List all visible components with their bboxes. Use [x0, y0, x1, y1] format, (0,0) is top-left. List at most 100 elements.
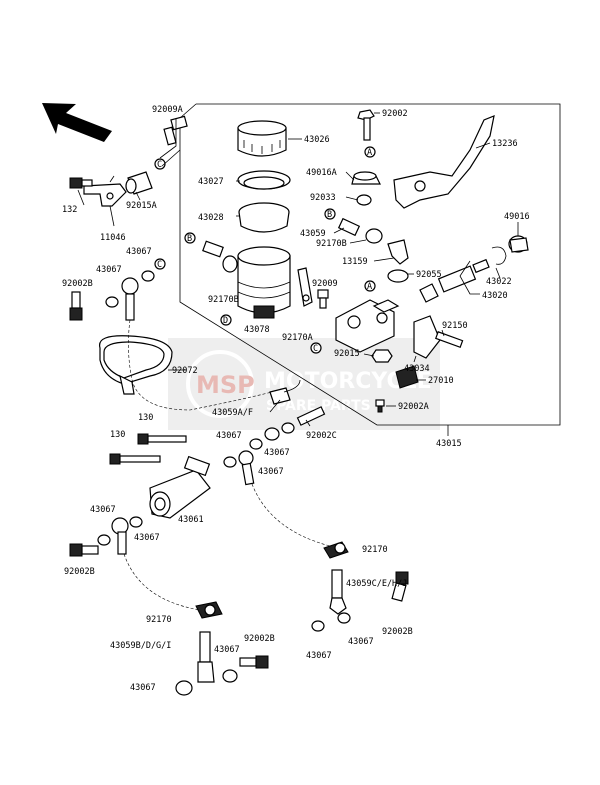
label-92009: 92009: [312, 279, 338, 289]
nut-92015: [371, 349, 393, 363]
label-43067-j: 43067: [214, 645, 240, 655]
label-92055: 92055: [416, 270, 442, 280]
washer-junction-2: [281, 422, 295, 434]
banjo-fitting-lower-left: [111, 517, 129, 555]
holder-43034: [413, 315, 441, 359]
collar-92015A: [125, 171, 153, 195]
label-43015: 43015: [436, 439, 462, 449]
brake-hose-clip: [98, 335, 173, 395]
label-130-b: 130: [110, 430, 125, 440]
washer-bottom-2: [175, 680, 193, 696]
piston-assembly: [419, 258, 490, 303]
label-92033: 92033: [310, 193, 336, 203]
bolt-130-upper: [137, 433, 187, 445]
label-92002A: 92002A: [398, 402, 429, 412]
label-92002: 92002: [382, 109, 408, 119]
label-13159: 13159: [342, 257, 368, 267]
label-49016: 49016: [504, 212, 530, 222]
callout-B1: B: [327, 210, 332, 220]
label-92002B-b: 92002B: [64, 567, 95, 577]
hose-end-right: [329, 569, 347, 615]
label-43067-e: 43067: [258, 467, 284, 477]
diaphragm-plate: [237, 170, 291, 190]
label-27010: 27010: [428, 376, 454, 386]
label-92170-a: 92170: [362, 545, 388, 555]
bolt-92002B-left: [69, 291, 83, 321]
callout-A2: A: [367, 282, 372, 292]
callout-C2: C: [157, 260, 162, 270]
washer-left-1: [105, 296, 119, 308]
bolt-92009A: [163, 115, 188, 146]
label-43067-b: 43067: [96, 265, 122, 275]
boot-49016: [508, 235, 529, 253]
label-92015A: 92015A: [126, 201, 157, 211]
clamp-92170-left: [195, 601, 223, 619]
washer-left-2: [141, 270, 155, 282]
label-92002B-a: 92002B: [62, 279, 93, 289]
label-92170B-1: 92170B: [208, 295, 239, 305]
callout-B2: B: [187, 234, 192, 244]
reservoir: [237, 246, 291, 319]
label-92170A: 92170A: [282, 333, 313, 343]
bolt-92150: [434, 331, 464, 349]
label-43020: 43020: [482, 291, 508, 301]
brake-switch: [395, 365, 419, 389]
label-43026: 43026: [304, 135, 330, 145]
label-92002C: 92002C: [306, 431, 337, 441]
label-43027: 43027: [198, 177, 224, 187]
bolt-92002: [357, 109, 375, 141]
watermark-logo-ring: [186, 350, 254, 418]
reservoir-bracket: [297, 267, 313, 307]
bolt-92002B-lower-right: [391, 571, 409, 602]
label-43059BDGI: 43059B/D/G/I: [110, 641, 171, 651]
label-43028: 43028: [198, 213, 224, 223]
label-49016A: 49016A: [306, 168, 337, 178]
bolt-92002B-bottom: [239, 655, 269, 669]
label-43067-f: 43067: [90, 505, 116, 515]
hose-elbow: [387, 239, 409, 265]
bolt-130-lower: [109, 453, 161, 465]
label-13236: 13236: [492, 139, 518, 149]
washer-junction-4: [249, 438, 263, 450]
callouts: A A B B C C C D: [154, 146, 376, 354]
banjo-fitting-upper: [121, 277, 139, 321]
label-43059CEHJ: 43059C/E/H/J: [346, 579, 407, 589]
label-43067-h: 43067: [348, 637, 374, 647]
joint-43061: [149, 455, 211, 519]
label-92150: 92150: [442, 321, 468, 331]
washer-bottom-1: [222, 669, 238, 683]
banjo-bolt-92002C: [296, 406, 326, 426]
part-labels: 92009A 132 92015A 11046 43067 43067 9200…: [62, 105, 530, 693]
label-43067-i: 43067: [306, 651, 332, 661]
screw-92002A: [375, 399, 385, 413]
label-92002B-d: 92002B: [244, 634, 275, 644]
callout-D1: D: [223, 316, 228, 326]
label-43061: 43061: [178, 515, 204, 525]
label-43034: 43034: [404, 364, 430, 374]
label-11046: 11046: [100, 233, 126, 243]
bolt-92002B-lower-left: [69, 543, 99, 557]
label-92015: 92015: [334, 349, 360, 359]
brake-line-right: [251, 483, 331, 547]
washer-junction-3: [223, 456, 237, 468]
reservoir-cap: [237, 120, 287, 157]
boot-49016A: [351, 171, 381, 185]
label-43059: 43059: [300, 229, 326, 239]
label-92002B-c: 92002B: [382, 627, 413, 637]
washer-joint-2: [129, 516, 143, 528]
label-43078: 43078: [244, 325, 270, 335]
banjo-fitting-junction: [238, 450, 255, 486]
brake-line-upper: [128, 319, 273, 411]
watermark-line2: SPARE PARTS: [266, 398, 371, 414]
o-ring-92055: [387, 269, 409, 283]
callout-C1: C: [157, 160, 162, 170]
label-43067-c: 43067: [216, 431, 242, 441]
brake-line-left: [123, 553, 201, 611]
washer-lower-right-1: [311, 620, 325, 632]
label-130-a: 130: [138, 413, 153, 423]
label-43059AF: 43059A/F: [212, 408, 253, 418]
front-arrow-icon: [42, 103, 112, 142]
label-92072: 92072: [172, 366, 198, 376]
label-43067-d: 43067: [264, 448, 290, 458]
screw-92009: [317, 289, 329, 309]
